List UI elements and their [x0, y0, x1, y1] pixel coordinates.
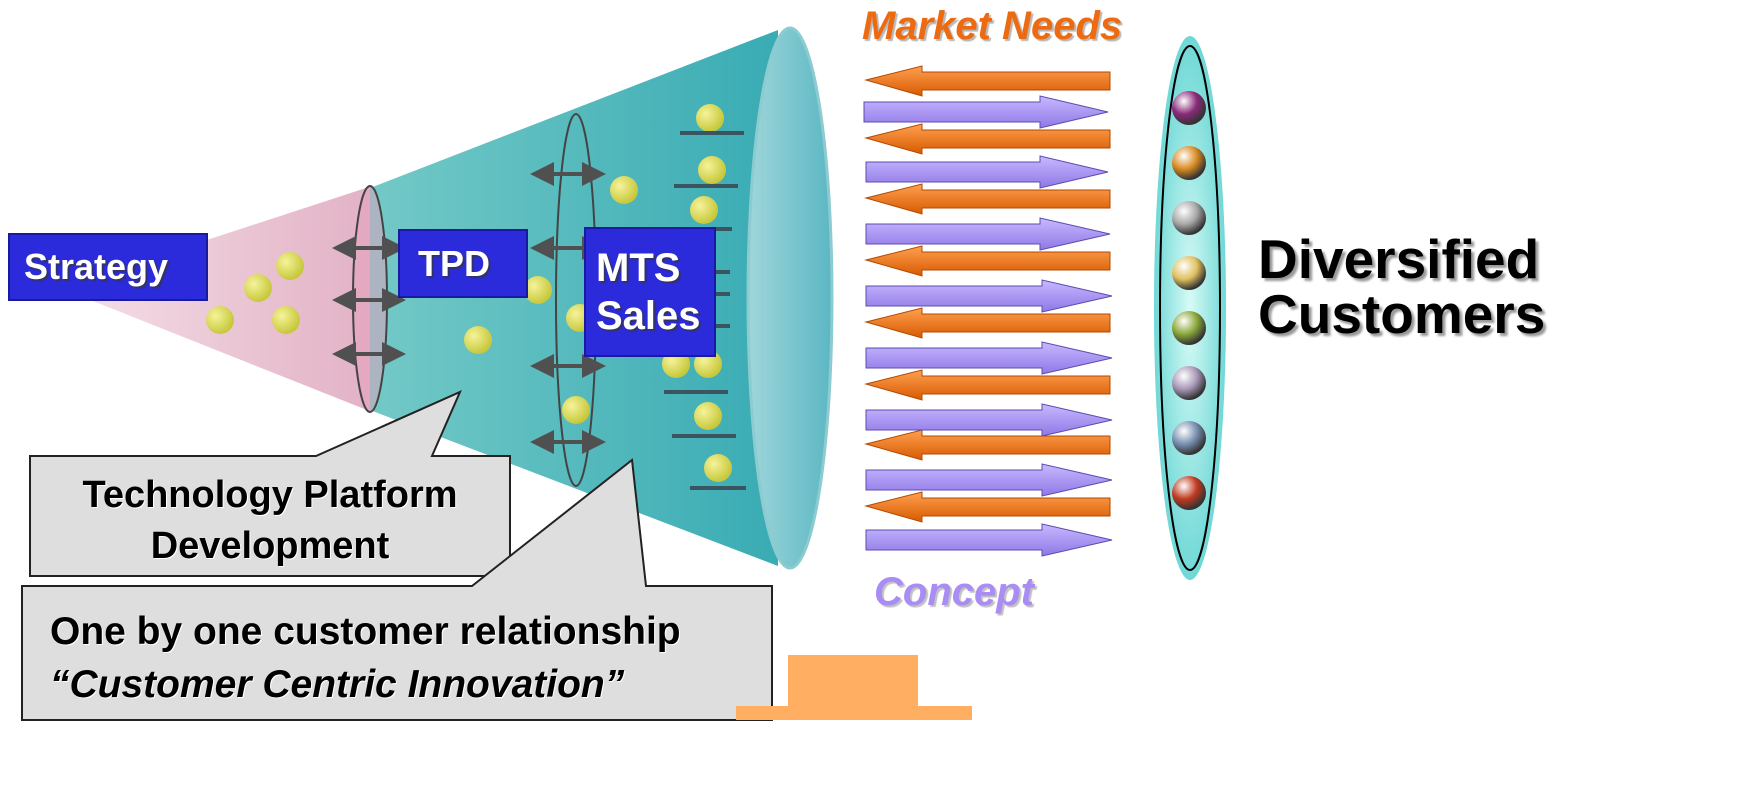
customer-dot	[1172, 476, 1206, 510]
exchange-arrows	[863, 65, 1113, 557]
customer-dot	[1172, 146, 1206, 180]
funnel-strategy-section	[60, 186, 372, 412]
strategy-label: Strategy	[8, 233, 208, 301]
callout-tpd-line2: Development	[150, 525, 390, 568]
customer-dot	[1172, 256, 1206, 290]
customer-dot	[1172, 311, 1206, 345]
customers-ellipse	[1154, 36, 1226, 580]
concept-title: Concept	[874, 570, 1034, 614]
callout-crm-bubble	[21, 458, 773, 721]
tpd-label: TPD	[398, 229, 528, 298]
sales-label-text: Sales	[596, 294, 701, 338]
customer-dot	[1172, 201, 1206, 235]
callout-crm-line1: One by one customer relationship	[50, 610, 681, 653]
customers-title-line2: Customers	[1258, 283, 1546, 345]
callout-crm-text: One by one customer relationship “Custom…	[50, 606, 681, 711]
callout-tpd-line1: Technology Platform	[82, 474, 458, 516]
callout-tpd-text: Technology Platform Development	[30, 470, 510, 573]
customers-ellipse-outline	[1159, 45, 1221, 571]
bottom-down-arrow	[736, 655, 972, 720]
market-needs-arrows	[864, 65, 1111, 523]
mts-label-text: MTS	[596, 246, 681, 290]
funnel-tpd-mts-section	[370, 30, 778, 566]
stage-arrows-tpd	[332, 236, 406, 366]
strategy-label-text: Strategy	[24, 246, 169, 287]
concept-arrows	[863, 95, 1113, 557]
tpd-label-text: TPD	[418, 242, 490, 284]
customer-dot	[1172, 421, 1206, 455]
diversified-customers-title: Diversified Customers	[1258, 232, 1545, 342]
customer-dot	[1172, 91, 1206, 125]
market-needs-title: Market Needs	[862, 4, 1123, 48]
callout-tpd-bubble	[29, 390, 511, 577]
callout-crm-line2: “Customer Centric Innovation”	[50, 662, 625, 706]
customer-dots	[1172, 91, 1206, 510]
customer-dot	[1172, 366, 1206, 400]
customers-title-line1: Diversified	[1258, 228, 1540, 290]
mts-sales-label: MTS Sales	[584, 227, 716, 357]
funnel-mouth	[746, 26, 834, 570]
